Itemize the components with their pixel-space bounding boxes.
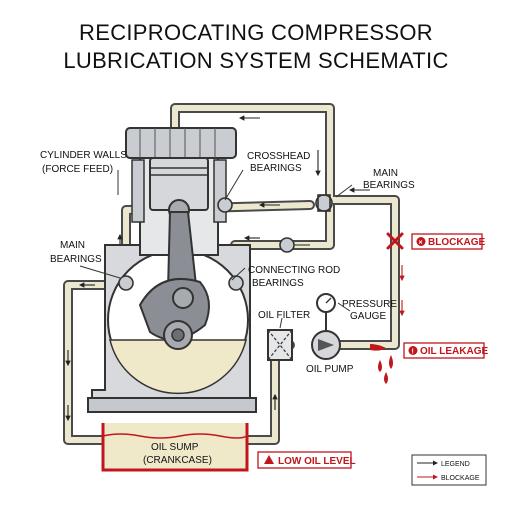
main-bearings-left-label-2: BEARINGS	[50, 254, 102, 265]
oil-pump	[312, 331, 340, 359]
oil-filter-label: OIL FILTER	[258, 310, 310, 321]
main-bearings-right-label-1: MAIN	[373, 168, 398, 179]
crosshead-label-2: BEARINGS	[250, 163, 302, 174]
pressure-gauge-label-2: GAUGE	[350, 311, 386, 322]
cylinder-walls-label-1: CYLINDER WALLS	[40, 150, 127, 161]
oil-sump-label-1: OIL SUMP	[151, 442, 199, 453]
legend: LEGEND BLOCKAGE	[412, 455, 486, 485]
svg-text:×: ×	[419, 240, 423, 247]
low-oil-level-alert: LOW OIL LEVEL	[258, 452, 356, 468]
cylinder-walls-label-2: (FORCE FEED)	[42, 164, 113, 175]
oil-pump-label: OIL PUMP	[306, 364, 354, 375]
blockage-alert: × BLOCKAGE	[412, 234, 486, 249]
oil-sump-label-2: (CRANKCASE)	[143, 455, 212, 466]
oil-leakage-alert: ! OIL LEAKAGE	[404, 343, 488, 358]
main-bearings-left-label-1: MAIN	[60, 240, 85, 251]
connecting-rod-label-2: BEARINGS	[252, 278, 304, 289]
connecting-rod-label-1: CONNECTING ROD	[248, 265, 340, 276]
pressure-gauge-label-1: PRESSURE	[342, 299, 397, 310]
legend-item-2: BLOCKAGE	[441, 475, 480, 482]
pressure-gauge	[317, 294, 335, 331]
crosshead-label-1: CROSSHEAD	[247, 151, 310, 162]
oil-leakage-alert-text: OIL LEAKAGE	[420, 346, 488, 357]
svg-text:!: !	[412, 349, 414, 356]
blockage-alert-text: BLOCKAGE	[428, 237, 486, 248]
low-oil-level-alert-text: LOW OIL LEVEL	[278, 456, 356, 467]
oil-filter	[268, 330, 292, 360]
compressor-body	[88, 128, 256, 412]
legend-item-1: LEGEND	[441, 461, 470, 468]
main-bearings-right-label-2: BEARINGS	[363, 180, 415, 191]
